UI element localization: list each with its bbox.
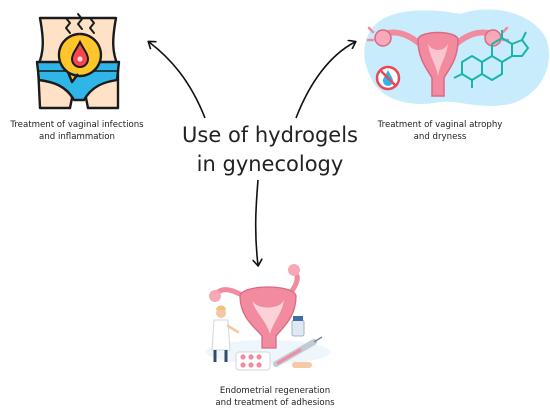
arrow-to-right (295, 42, 355, 119)
blue-blob (364, 9, 549, 106)
caption-vaginal-infections: Treatment of vaginal infections and infl… (2, 119, 152, 143)
caption-endometrial-regeneration: Endometrial regeneration and treatment o… (195, 385, 355, 409)
main-title-line-2: in gynecology (196, 152, 344, 176)
medicine-vial (291, 316, 305, 337)
bandage (292, 362, 312, 368)
caption-vaginal-atrophy: Treatment of vaginal atrophy and dryness (370, 119, 510, 143)
caption-right-line-2: and dryness (413, 132, 467, 142)
syringe (273, 336, 323, 367)
pills-blister (235, 351, 271, 371)
doctor-figure (211, 305, 240, 362)
arrow-to-bottom (256, 179, 258, 265)
pain-zigzag-icon (65, 13, 95, 34)
caption-bottom-line-2: and treatment of adhesions (215, 398, 335, 408)
blood-drop-icon (70, 39, 90, 68)
ovary-left (374, 29, 392, 47)
main-title-line-1: Use of hydrogels (182, 123, 358, 147)
uterus-hormone-icon (364, 9, 549, 106)
no-water-icon (375, 65, 401, 91)
caption-left-line-1: Treatment of vaginal infections (10, 120, 144, 130)
caption-left-line-2: and inflammation (39, 132, 115, 142)
main-title: Use of hydrogels in gynecology (150, 121, 390, 179)
abdomen-infection-icon (35, 13, 121, 110)
arrow-to-left (149, 42, 206, 119)
hormone-molecule-icon (453, 30, 529, 88)
caption-bottom-line-1: Endometrial regeneration (219, 386, 331, 396)
uterus-regeneration-illustration (206, 264, 330, 371)
caption-right-line-1: Treatment of vaginal atrophy (377, 120, 503, 130)
